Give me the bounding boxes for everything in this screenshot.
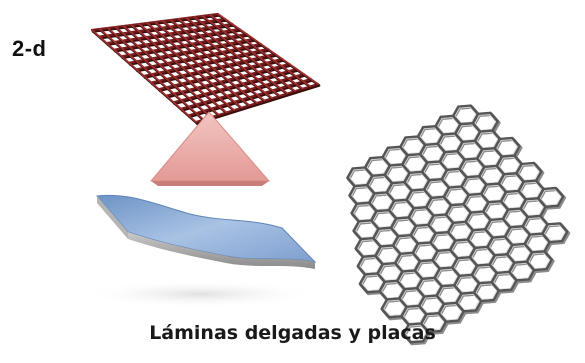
pink-triangle-icon (149, 111, 271, 186)
diagram-caption: Láminas delgadas y placas (149, 322, 436, 344)
dimension-label: 2-d (12, 36, 47, 61)
hexagonal-lattice-icon (345, 104, 571, 346)
blue-thin-film-icon (80, 194, 320, 308)
red-wire-mesh-icon (90, 12, 321, 125)
